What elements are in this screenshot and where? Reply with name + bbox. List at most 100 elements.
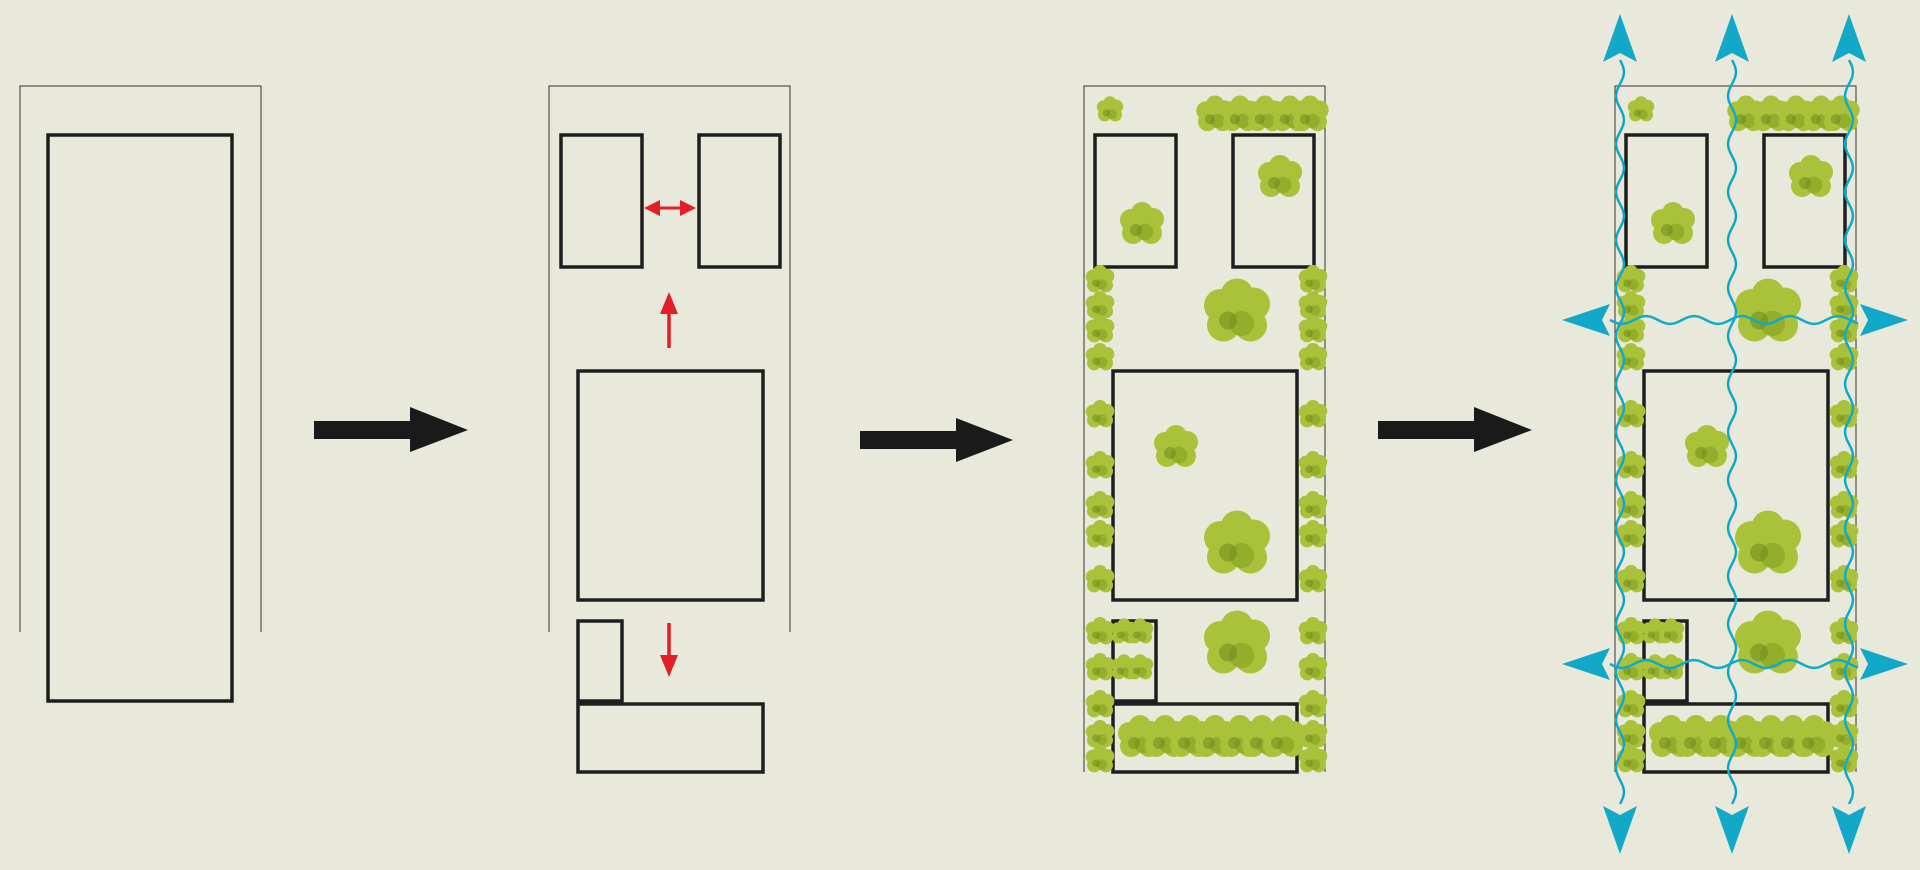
stage-arrow-3 [1378, 407, 1532, 452]
tree-icon [1792, 715, 1836, 757]
tree-icon [1298, 491, 1328, 519]
tree-icon [1829, 491, 1859, 519]
site-boundary [19, 85, 262, 632]
tree-icon [1822, 95, 1860, 132]
stage-arrow-2 [860, 418, 1013, 462]
tree-icon [1685, 425, 1729, 467]
tree-icon [1204, 510, 1270, 574]
red-arrow-up [660, 292, 678, 348]
tree-icon [1298, 343, 1328, 371]
tree-icon [1298, 291, 1328, 319]
flow-line-vertical [1726, 59, 1738, 805]
tree-icon [1298, 617, 1328, 645]
stage-arrow-1 [314, 407, 468, 452]
flow-arrow-icon [1715, 806, 1749, 854]
tree-icon [1085, 565, 1115, 593]
tree-icon [1298, 653, 1328, 681]
tree-icon [1085, 451, 1115, 479]
building-block-bottom [576, 702, 765, 774]
site-boundary [548, 85, 791, 632]
flow-arrow-icon [1715, 14, 1749, 62]
panel-2 [548, 85, 791, 774]
tree-icon [1735, 610, 1801, 674]
panel-4 [1562, 14, 1908, 854]
tree-icon [1261, 715, 1305, 757]
site-boundary [1614, 85, 1857, 772]
tree-icon [1126, 618, 1154, 644]
tree-icon [1085, 690, 1115, 718]
flow-line-horizontal [1609, 314, 1859, 326]
red-arrow-horizontal-gap [644, 200, 696, 216]
building-block-top-right [1231, 133, 1316, 269]
tree-icon [1085, 491, 1115, 519]
arrow-right-icon [680, 200, 696, 216]
tree-icon [1627, 96, 1655, 122]
tree-icon [1258, 155, 1302, 197]
building-block-top-right [697, 133, 782, 269]
flow-arrow-icon [1562, 304, 1610, 336]
tree-icon [1657, 618, 1685, 644]
tree-icon [1651, 202, 1695, 244]
building-block-center [1111, 369, 1299, 602]
building-block-top-right [1762, 133, 1847, 269]
flow-arrow-icon [1832, 806, 1866, 854]
tree-icon [1298, 400, 1328, 428]
arrow-down-icon [660, 655, 678, 677]
building-block-center [576, 369, 765, 602]
red-arrow-down [660, 623, 678, 677]
tree-icon [1616, 265, 1646, 293]
tree-icon [1204, 610, 1270, 674]
tree-icon [1616, 653, 1646, 681]
tree-icon [1085, 343, 1115, 371]
flow-line-vertical [1843, 59, 1855, 805]
tree-icon [1085, 291, 1115, 319]
flow-line-vertical [1614, 59, 1626, 805]
tree-icon [1298, 720, 1328, 748]
tree-icon [1085, 520, 1115, 548]
tree-icon [1085, 265, 1115, 293]
arrow-left-icon [644, 200, 660, 216]
tree-icon [1204, 278, 1270, 342]
tree-icon [1085, 745, 1115, 773]
tree-icon [1298, 745, 1328, 773]
tree-icon [1291, 95, 1329, 132]
flow-arrow-icon [1603, 14, 1637, 62]
tree-icon [1298, 520, 1328, 548]
tree-icon [1298, 565, 1328, 593]
tree-icon [1735, 510, 1801, 574]
building-block-top-left [1624, 133, 1709, 269]
panel-1 [19, 85, 262, 703]
tree-icon [1085, 720, 1115, 748]
flow-arrow-icon [1603, 806, 1637, 854]
tree-icon [1085, 653, 1115, 681]
vegetation-layer [1085, 95, 1329, 773]
arrow-right-icon [860, 418, 1013, 462]
tree-icon [1735, 278, 1801, 342]
tree-icon [1616, 720, 1646, 748]
flow-line-horizontal [1609, 658, 1859, 670]
panel-3 [1083, 85, 1329, 774]
building-block [46, 133, 234, 703]
tree-icon [1298, 451, 1328, 479]
tree-icon [1085, 617, 1115, 645]
flow-arrow-icon [1860, 304, 1908, 336]
flow-lines-layer [1562, 14, 1908, 854]
tree-icon [1085, 315, 1115, 343]
tree-icon [1096, 96, 1124, 122]
arrow-up-icon [660, 292, 678, 314]
tree-icon [1789, 155, 1833, 197]
tree-icon [1085, 400, 1115, 428]
vegetation-layer [1616, 95, 1860, 773]
arrow-right-icon [314, 407, 468, 452]
flow-arrow-icon [1832, 14, 1866, 62]
tree-icon [1298, 690, 1328, 718]
tree-icon [1154, 425, 1198, 467]
tree-icon [1298, 265, 1328, 293]
tree-icon [1829, 720, 1859, 748]
site-boundary [1083, 85, 1326, 772]
building-block-top-left [1093, 133, 1178, 269]
flow-arrow-icon [1860, 648, 1908, 680]
flow-arrow-icon [1562, 648, 1610, 680]
